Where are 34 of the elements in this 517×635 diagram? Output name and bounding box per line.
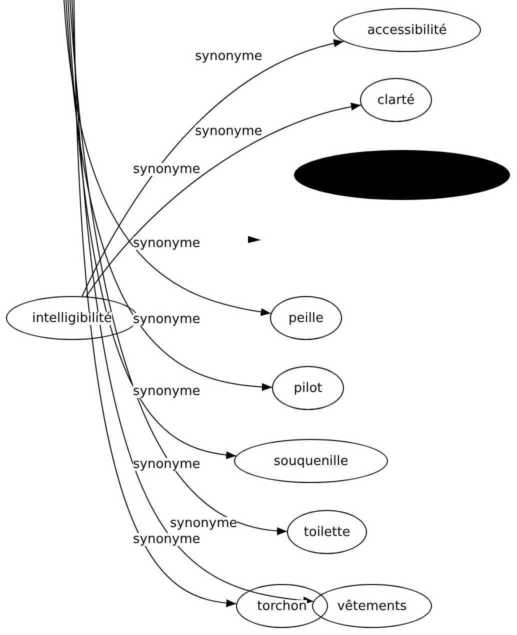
node-ellipse <box>236 584 328 628</box>
node-label: souquenille <box>274 454 348 468</box>
node-label: toilette <box>304 526 350 538</box>
node-label: vêtements <box>337 600 407 612</box>
edge-label: synonyme <box>170 517 238 530</box>
edge-label: synonyme <box>133 458 200 471</box>
arrow <box>70 0 288 535</box>
arrow <box>82 40 344 297</box>
arrow <box>64 0 272 316</box>
edge-label: synonyme <box>133 533 200 546</box>
edge-label: synonyme <box>195 50 262 63</box>
edge-label: synonyme <box>133 313 200 326</box>
node-label: torchon <box>257 600 307 612</box>
node-ellipse <box>234 439 388 483</box>
text-label: synonyme <box>133 163 200 176</box>
arrow <box>66 0 273 391</box>
edge-label: synonyme <box>195 125 262 138</box>
node-ellipse <box>270 296 342 340</box>
arrow <box>86 103 362 298</box>
edge-label: synonyme <box>133 237 200 250</box>
node-ellipse <box>312 584 432 628</box>
node-ellipse <box>333 8 481 52</box>
node-label: pilot <box>294 382 322 394</box>
node-ellipse <box>360 78 432 122</box>
node-ellipse <box>272 366 344 410</box>
arrow <box>68 0 237 459</box>
edge-label: synonyme <box>133 385 200 398</box>
arrow <box>72 0 314 604</box>
node-label: intelligibilité <box>32 312 112 324</box>
arrow <box>74 0 237 607</box>
node-label: peille <box>288 312 324 324</box>
node-label: accessibilité <box>367 24 447 36</box>
node-ellipse <box>287 510 367 554</box>
node-label: clarté <box>377 94 415 106</box>
